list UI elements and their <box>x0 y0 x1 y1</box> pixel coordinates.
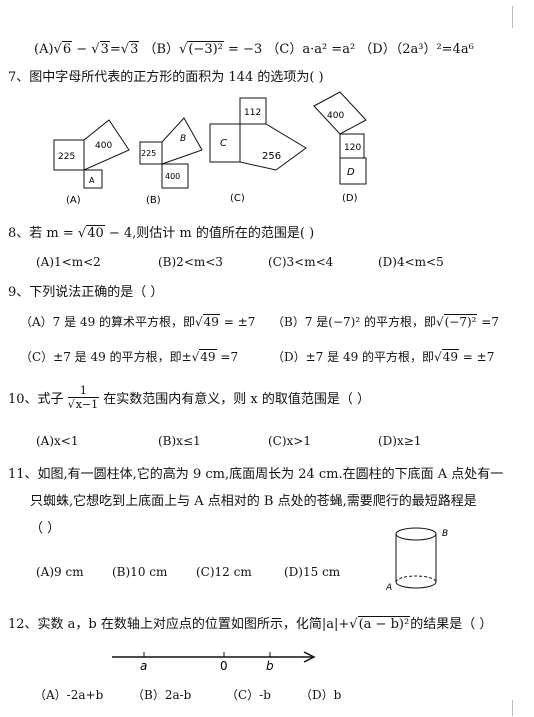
fig-c-n2: C <box>220 138 227 149</box>
fig-b-n2: B <box>180 134 186 144</box>
fig-a-cap: (A) <box>66 195 81 206</box>
q12-text: 12、实数 a，b 在数轴上对应点的位置如图所示，化简|a|+√(a − b)²… <box>8 616 493 632</box>
fig-a-n2: 400 <box>95 141 112 151</box>
q11-option-a: (A)9 cm <box>36 565 84 579</box>
q11-line-2: 只蜘蛛,它想吃到上底面上与 A 点相对的 B 点处的苍蝇,需要爬行的最短路程是 <box>30 494 477 509</box>
q10-option-a: (A)x<1 <box>36 434 79 448</box>
fig-c-n1: 112 <box>244 108 261 118</box>
q8-text: 8、若 m = √40 − 4,则估计 m 的值所在的范围是( ) <box>8 225 315 241</box>
q8-option-d: (D)4<m<5 <box>378 255 444 269</box>
number-line: a 0 b <box>112 651 316 673</box>
q12-option-c: （C）-b <box>226 688 271 702</box>
q8-option-a: (A)1<m<2 <box>36 255 101 269</box>
q9-option-c: （C）±7 是 49 的平方根，即±√49 =7 <box>20 349 239 364</box>
crop-mark-top <box>512 6 513 28</box>
q10-option-b: (B)x≤1 <box>158 434 201 448</box>
figure-a: 225 400 A (A) <box>53 119 130 206</box>
fig-a-n1: 225 <box>58 152 75 162</box>
fig-d-n1: 400 <box>327 111 344 121</box>
q11-option-c: (C)12 cm <box>196 565 252 579</box>
q10-option-d: (D)x≥1 <box>378 434 422 448</box>
q9-option-d: （D）±7 是 49 的平方根，即√49 = ±7 <box>272 349 495 364</box>
q8-option-b: (B)2<m<3 <box>158 255 223 269</box>
fig-b-n1: 225 <box>141 149 156 158</box>
fig-d-n2: 120 <box>344 143 361 153</box>
q8-option-c: (C)3<m<4 <box>268 255 334 269</box>
q6-options-line: (A)√6 − √3=√3 （B）√(−3)² = −3 （C）a·a² =a²… <box>34 41 474 57</box>
axis-label-zero: 0 <box>220 659 228 673</box>
q12-option-d: （D）b <box>300 688 342 702</box>
axis-label-b: b <box>266 659 274 673</box>
q10-text: 10、式子 1 √x−1 在实数范围内有意义，则 x 的取值范围是（ ） <box>8 384 370 411</box>
fig-c-n3: 256 <box>262 151 281 162</box>
fig-d-cap: (D) <box>342 193 358 204</box>
fig-b-cap: (B) <box>146 195 161 206</box>
crop-mark-bottom <box>512 700 513 716</box>
q11-option-d: (D)15 cm <box>284 565 341 579</box>
q12-option-a: （A）-2a+b <box>34 688 104 702</box>
axis-label-a: a <box>140 659 147 673</box>
q9-option-a: （A）7 是 49 的算术平方根，即√49 = ±7 <box>20 314 256 329</box>
q11-line-1: 11、如图,有一圆柱体,它的高为 9 cm,底面周长为 24 cm.在圆柱的下底… <box>8 467 504 482</box>
figure-b: 225 B 400 (B) <box>139 117 203 206</box>
point-a-label: A <box>386 583 392 593</box>
q11-option-b: (B)10 cm <box>112 565 168 579</box>
fig-a-n3: A <box>89 176 95 185</box>
q9-text: 9、下列说法正确的是（ ） <box>8 285 164 300</box>
cylinder-figure: A B <box>386 527 448 593</box>
q10-option-c: (C)x>1 <box>268 434 312 448</box>
figure-d: 400 120 D (D) <box>313 91 367 204</box>
q12-option-b: （B）2a-b <box>132 688 192 702</box>
figure-c: 112 C 256 (C) <box>209 97 307 204</box>
q7-text: 7、图中字母所代表的正方形的面积为 144 的选项为( ) <box>8 70 324 85</box>
q10-fraction: 1 √x−1 <box>67 384 100 411</box>
q7-figures: 225 400 A (A) 225 B 400 (B) 112 C 256 (C… <box>53 91 367 206</box>
q9-option-b: （B）7 是(−7)² 的平方根，即√(−7)² =7 <box>272 314 499 329</box>
point-b-label: B <box>442 529 448 539</box>
fig-d-n3: D <box>347 167 355 178</box>
fig-b-n3: 400 <box>165 172 180 181</box>
fig-c-cap: (C) <box>230 193 245 204</box>
q11-line-3: （ ） <box>30 521 61 536</box>
